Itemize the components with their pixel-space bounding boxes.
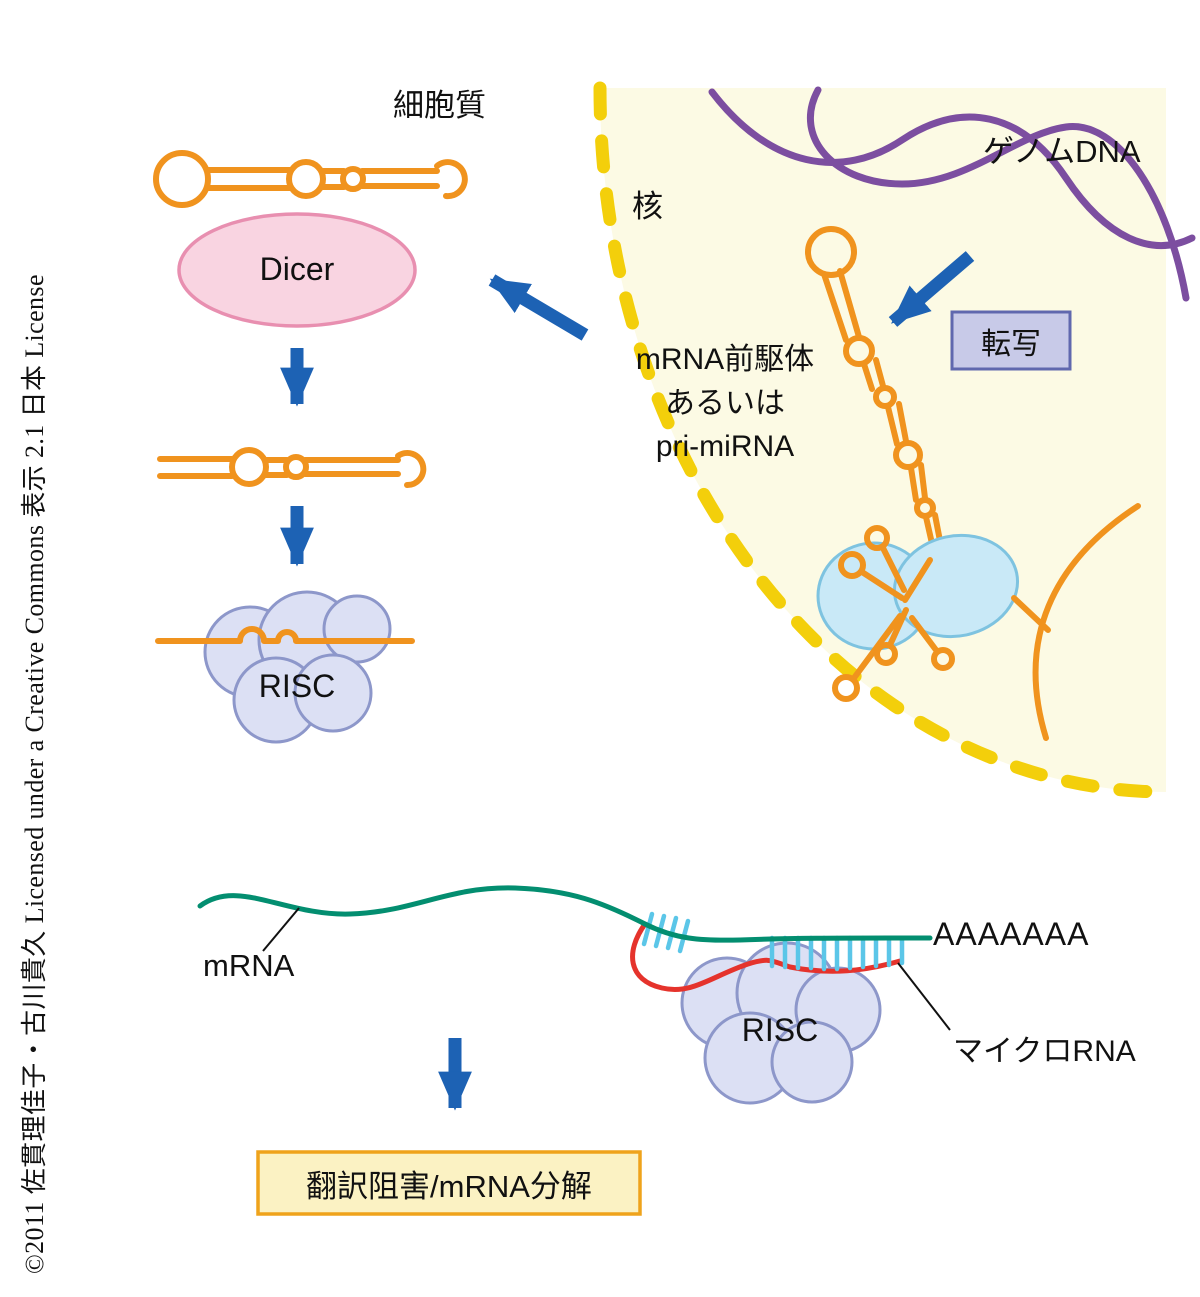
- dna-strand: [806, 86, 1190, 302]
- pri-mirna-cytoplasm: [153, 150, 468, 208]
- risc-lobe: [293, 653, 373, 733]
- cytoplasm-label: 細胞質: [393, 88, 486, 123]
- nuclear-envelope-dashed-border: [593, 81, 1173, 799]
- poly-a-tail-label: AAAAAAA: [933, 916, 1090, 952]
- base-pairing-marks: [641, 911, 905, 972]
- hairpin-bulge: [229, 447, 269, 487]
- mini-hairpin-loop: [874, 642, 898, 666]
- hairpin-stem: [821, 268, 944, 551]
- hairpin-bulge: [283, 454, 309, 480]
- risc-complex-upper: [203, 590, 392, 744]
- risc-lobe: [770, 1020, 854, 1104]
- pre-mirna-duplex: [157, 447, 427, 489]
- hairpin-stem: [204, 159, 468, 200]
- dicer-enzyme: [177, 212, 417, 328]
- nuclear-export-arrow: [488, 274, 589, 341]
- mrna-strand: [197, 885, 933, 943]
- mrna-label: mRNA: [203, 948, 295, 983]
- hairpin-bulge: [340, 166, 366, 192]
- complex-lobe: [892, 533, 1020, 639]
- rna-strand-right: [1011, 503, 1141, 741]
- precursor-label: mRNA前駆体 あるいは pri-miRNA: [597, 338, 853, 469]
- hairpin-bulge: [893, 440, 923, 470]
- mini-hairpin-loop: [864, 525, 890, 551]
- precursor-label-line1: mRNA前駆体: [635, 343, 815, 376]
- mini-hairpin-loop: [931, 647, 955, 671]
- microrna-pointer-line: [897, 962, 951, 1031]
- risc-lobe: [322, 594, 392, 664]
- mini-hairpin-loop: [838, 551, 866, 579]
- precursor-label-line2: あるいは: [665, 386, 785, 420]
- hairpin-terminal-loop: [805, 226, 857, 278]
- nucleus-region: [600, 88, 1166, 792]
- base-pair-hatch: [769, 935, 905, 972]
- duplex-strands: [157, 450, 427, 489]
- hairpin-bulge: [873, 385, 897, 409]
- pri-mirna-hairpin: [805, 226, 944, 551]
- precursor-label-line3: pri-miRNA: [655, 430, 795, 463]
- microrna-strand: [630, 921, 903, 992]
- mirna-strand-in-risc: [155, 626, 415, 644]
- copyright-text: ©2011 佐貫理佳子・古川貴久 Licensed under a Creati…: [20, 274, 49, 1274]
- hairpin-terminal-loop: [153, 150, 211, 208]
- dicer-label: Dicer: [259, 251, 335, 287]
- hairpin-bulge: [843, 335, 875, 367]
- genome-dna-label: ゲノムDNA: [983, 134, 1141, 169]
- dna-strand: [708, 88, 1196, 249]
- genomic-dna-double-helix: [708, 86, 1196, 302]
- microprocessor-complex: [816, 525, 1020, 702]
- hairpin-bulge: [914, 497, 936, 519]
- risc-lower-label: RISC: [741, 1012, 819, 1048]
- transcription-box: [950, 310, 1072, 371]
- transcription-label: 転写: [981, 327, 1041, 361]
- outcome-label: 翻訳阻害/mRNA分解: [306, 1168, 592, 1204]
- mrna-pointer-line: [262, 907, 300, 952]
- mini-hairpin-loop: [832, 674, 860, 702]
- transcription-arrow: [888, 251, 975, 327]
- hairpin-bulge: [286, 159, 326, 199]
- risc-upper-label: RISC: [258, 668, 336, 704]
- nucleus-label: 核: [632, 189, 663, 224]
- microrna-label: マイクロRNA: [953, 1035, 1136, 1068]
- outcome-box: [256, 1150, 642, 1216]
